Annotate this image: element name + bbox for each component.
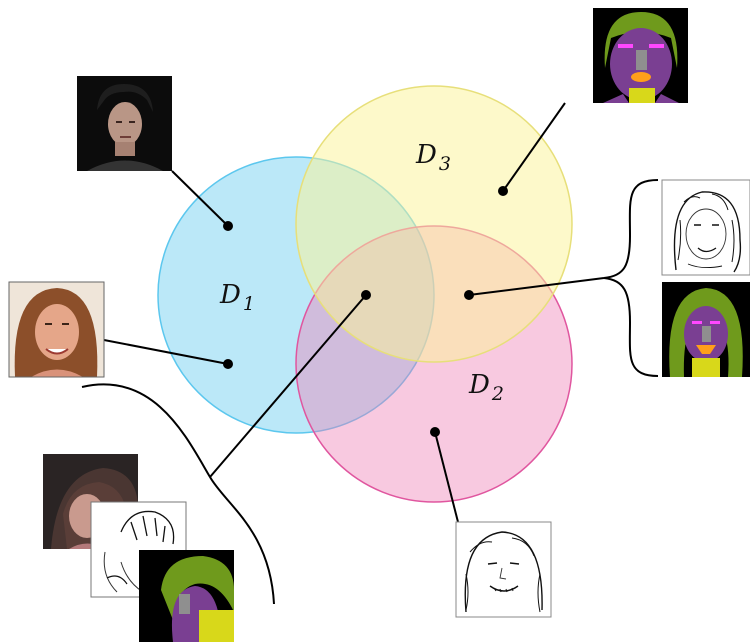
- leader-line-mask-top: [502, 102, 566, 192]
- thumbnail-stack: [43, 454, 234, 642]
- leader-line-stack: [209, 294, 367, 478]
- brace-right: [603, 179, 659, 377]
- thumbnail-parsing-mask-top: [593, 8, 688, 103]
- sample-dot-d2-d3: [464, 290, 474, 300]
- leader-line-sketch-bottom: [434, 431, 459, 523]
- sample-dot-d2: [430, 427, 440, 437]
- brace-left-bottom: [81, 383, 275, 605]
- leader-line-smiling-woman: [103, 339, 229, 365]
- thumbnail-parsing-mask-right: [662, 282, 750, 377]
- thumbnail-sketch-woman-right: [661, 179, 750, 276]
- sample-dot-d1-top: [223, 221, 233, 231]
- thumbnail-sketch-woman-bottom: [455, 521, 552, 618]
- sample-dot-center: [361, 290, 371, 300]
- thumbnail-photo-smiling-woman: [8, 281, 105, 378]
- set-d3-circle: [295, 85, 573, 363]
- thumbnail-photo-man: [77, 76, 172, 171]
- sample-dot-d3: [498, 186, 508, 196]
- stack-parsing-mask: [139, 550, 234, 642]
- leader-line-right-group: [468, 277, 605, 296]
- sample-dot-d1-bottom: [223, 359, 233, 369]
- leader-line-man: [171, 170, 229, 227]
